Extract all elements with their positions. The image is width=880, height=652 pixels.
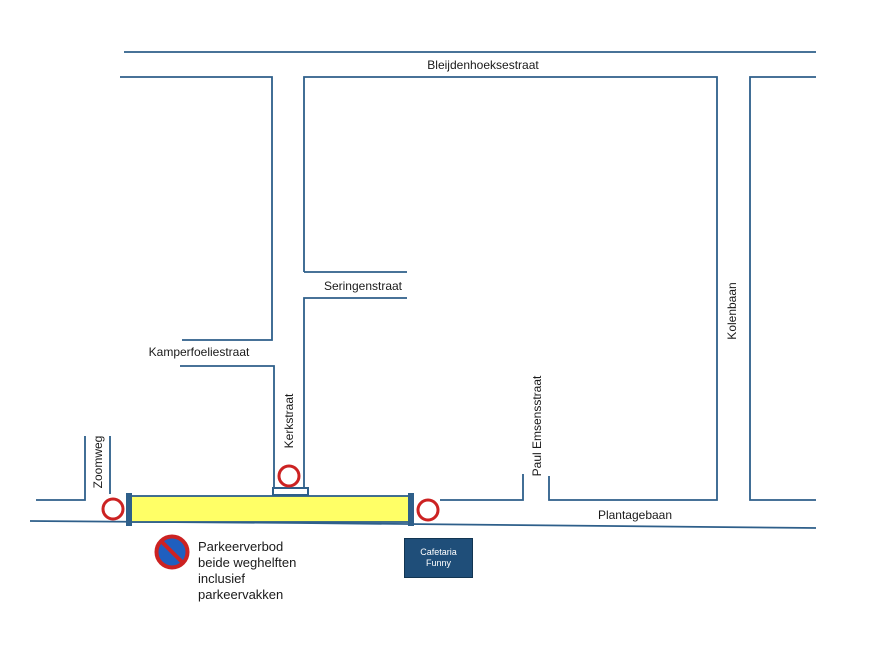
road-closure-barrier-icon	[272, 487, 309, 496]
road-closure-barrier-icon	[126, 493, 132, 526]
cafeteria-name-line1: Cafetaria	[420, 547, 457, 557]
label-kolenbaan: Kolenbaan	[725, 282, 739, 339]
no-parking-sign-icon	[154, 534, 190, 570]
label-paul-emsensstraat: Paul Emsensstraat	[530, 375, 544, 476]
legend-line: inclusief	[198, 571, 245, 586]
road-outlines	[29, 51, 817, 529]
label-zoomweg: Zoomweg	[91, 436, 105, 489]
road-closure-barrier-icon	[408, 493, 414, 526]
label-bleijdenhoeksestraat: Bleijdenhoeksestraat	[427, 58, 539, 72]
label-seringenstraat: Seringenstraat	[324, 279, 403, 293]
label-kerkstraat: Kerkstraat	[282, 393, 296, 448]
cafeteria-marker: Cafetaria Funny	[404, 538, 473, 578]
label-kamperfoeliestraat: Kamperfoeliestraat	[149, 345, 250, 359]
label-plantagebaan: Plantagebaan	[598, 508, 672, 522]
no-parking-legend: Parkeerverbod beide weghelften inclusief…	[198, 539, 296, 603]
legend-line: parkeervakken	[198, 587, 284, 602]
cafeteria-name-line2: Funny	[425, 558, 451, 568]
closed-road-section	[129, 495, 413, 523]
legend-line: beide weghelften	[198, 555, 297, 570]
no-entry-sign-icon	[277, 464, 301, 488]
no-entry-sign-icon	[416, 498, 440, 522]
legend-line: Parkeerverbod	[198, 539, 284, 554]
no-entry-sign-icon	[101, 497, 125, 521]
